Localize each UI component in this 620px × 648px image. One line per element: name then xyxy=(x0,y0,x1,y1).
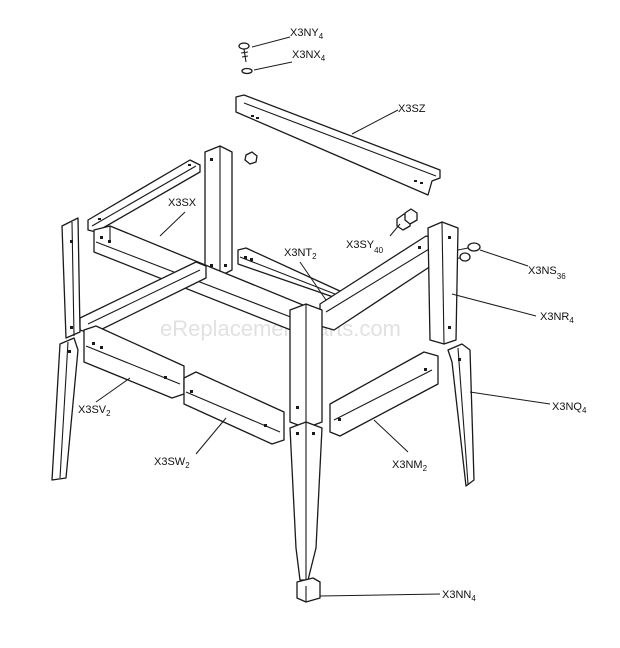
label-x3nt: X3NT2 xyxy=(284,247,317,261)
part-x3ns-bolts xyxy=(451,242,481,262)
part-x3sx-side-rail xyxy=(87,159,201,233)
part-x3nq-leg xyxy=(447,343,475,487)
part-x3nn-foot xyxy=(296,577,321,603)
part-front-right-leg xyxy=(289,303,323,581)
part-x3nx-washer xyxy=(241,67,253,75)
label-x3ns: X3NS36 xyxy=(528,265,566,281)
label-x3ny: X3NY4 xyxy=(290,27,324,41)
part-front-left-leg-upper xyxy=(61,217,81,339)
part-x3sw-rail xyxy=(183,371,285,445)
part-rear-left-leg xyxy=(204,145,233,277)
label-x3sw: X3SW2 xyxy=(154,456,190,470)
label-x3sx: X3SX xyxy=(168,197,197,209)
part-x3ny-screw xyxy=(238,42,250,63)
label-x3nx: X3NX4 xyxy=(292,49,326,63)
part-x3sz-top-rail xyxy=(235,94,441,196)
label-x3sz: X3SZ xyxy=(398,103,426,115)
part-nut-small xyxy=(244,151,258,165)
part-x3nr-leg xyxy=(427,221,459,345)
part-x3nm-rail xyxy=(329,351,439,437)
part-x3sv-rail xyxy=(83,325,185,399)
label-x3sy: X3SY40 xyxy=(346,239,384,255)
part-left-lower-leg xyxy=(51,337,79,481)
leader-lines xyxy=(95,36,551,597)
label-x3nq: X3NQ4 xyxy=(552,401,587,415)
label-x3sv: X3SV2 xyxy=(78,404,111,418)
part-x3sy-nuts xyxy=(396,208,418,231)
label-x3nr: X3NR4 xyxy=(540,311,574,325)
label-x3nm: X3NM2 xyxy=(392,459,428,473)
label-x3nn: X3NN4 xyxy=(442,589,476,603)
